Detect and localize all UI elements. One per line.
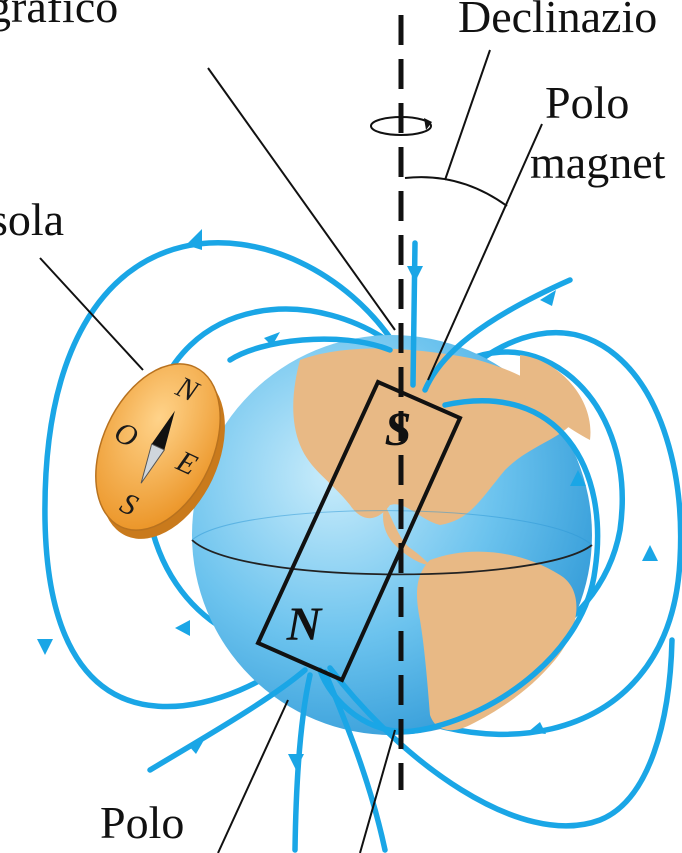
magnet-south-pole-label: S	[385, 403, 412, 456]
geographic-north-label: grafico	[0, 0, 118, 32]
earth-globe	[191, 335, 593, 735]
compass-needle-north	[151, 410, 175, 450]
magnet-north-pole-label: N	[286, 598, 324, 651]
compass-label: sola	[0, 194, 64, 245]
compass: N E S O	[95, 363, 225, 539]
rotation-axis	[370, 15, 432, 790]
declination-label: Declinazio	[458, 0, 657, 42]
rotation-arrow-icon	[370, 116, 432, 136]
magnetic-pole-label-line2: magnet	[530, 137, 666, 188]
bottom-pole-label: Polo	[100, 797, 184, 848]
north-america-landmass	[293, 348, 575, 525]
compass-needle-south	[140, 443, 166, 484]
magnetic-pole-label-line1: Polo	[545, 77, 629, 128]
south-america-landmass	[417, 551, 577, 731]
field-arrows	[37, 229, 658, 770]
bar-magnet: S N	[255, 379, 463, 683]
labels: grafico Declinazio Polo magnet sola Polo	[0, 0, 666, 848]
leader-lines	[39, 49, 543, 853]
field-lines-back	[42, 240, 682, 738]
declination-arc	[404, 176, 508, 207]
